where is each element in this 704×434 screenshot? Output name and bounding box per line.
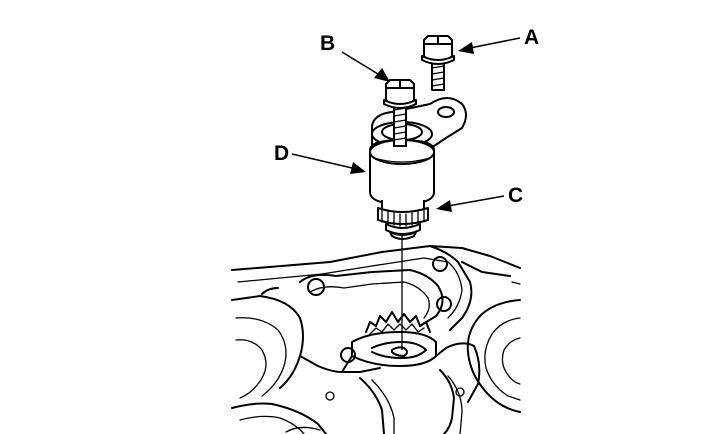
- callout-leaders: [291, 37, 521, 212]
- callout-label-d: D: [274, 142, 289, 165]
- bolt-a: [421, 35, 455, 91]
- speed-sensor-assembly: [369, 97, 467, 240]
- callout-label-c: C: [508, 184, 523, 207]
- callout-label-b: B: [320, 32, 335, 55]
- transmission-housing: [231, 245, 521, 434]
- bolt-b: [383, 79, 417, 147]
- callout-label-a: A: [524, 26, 539, 49]
